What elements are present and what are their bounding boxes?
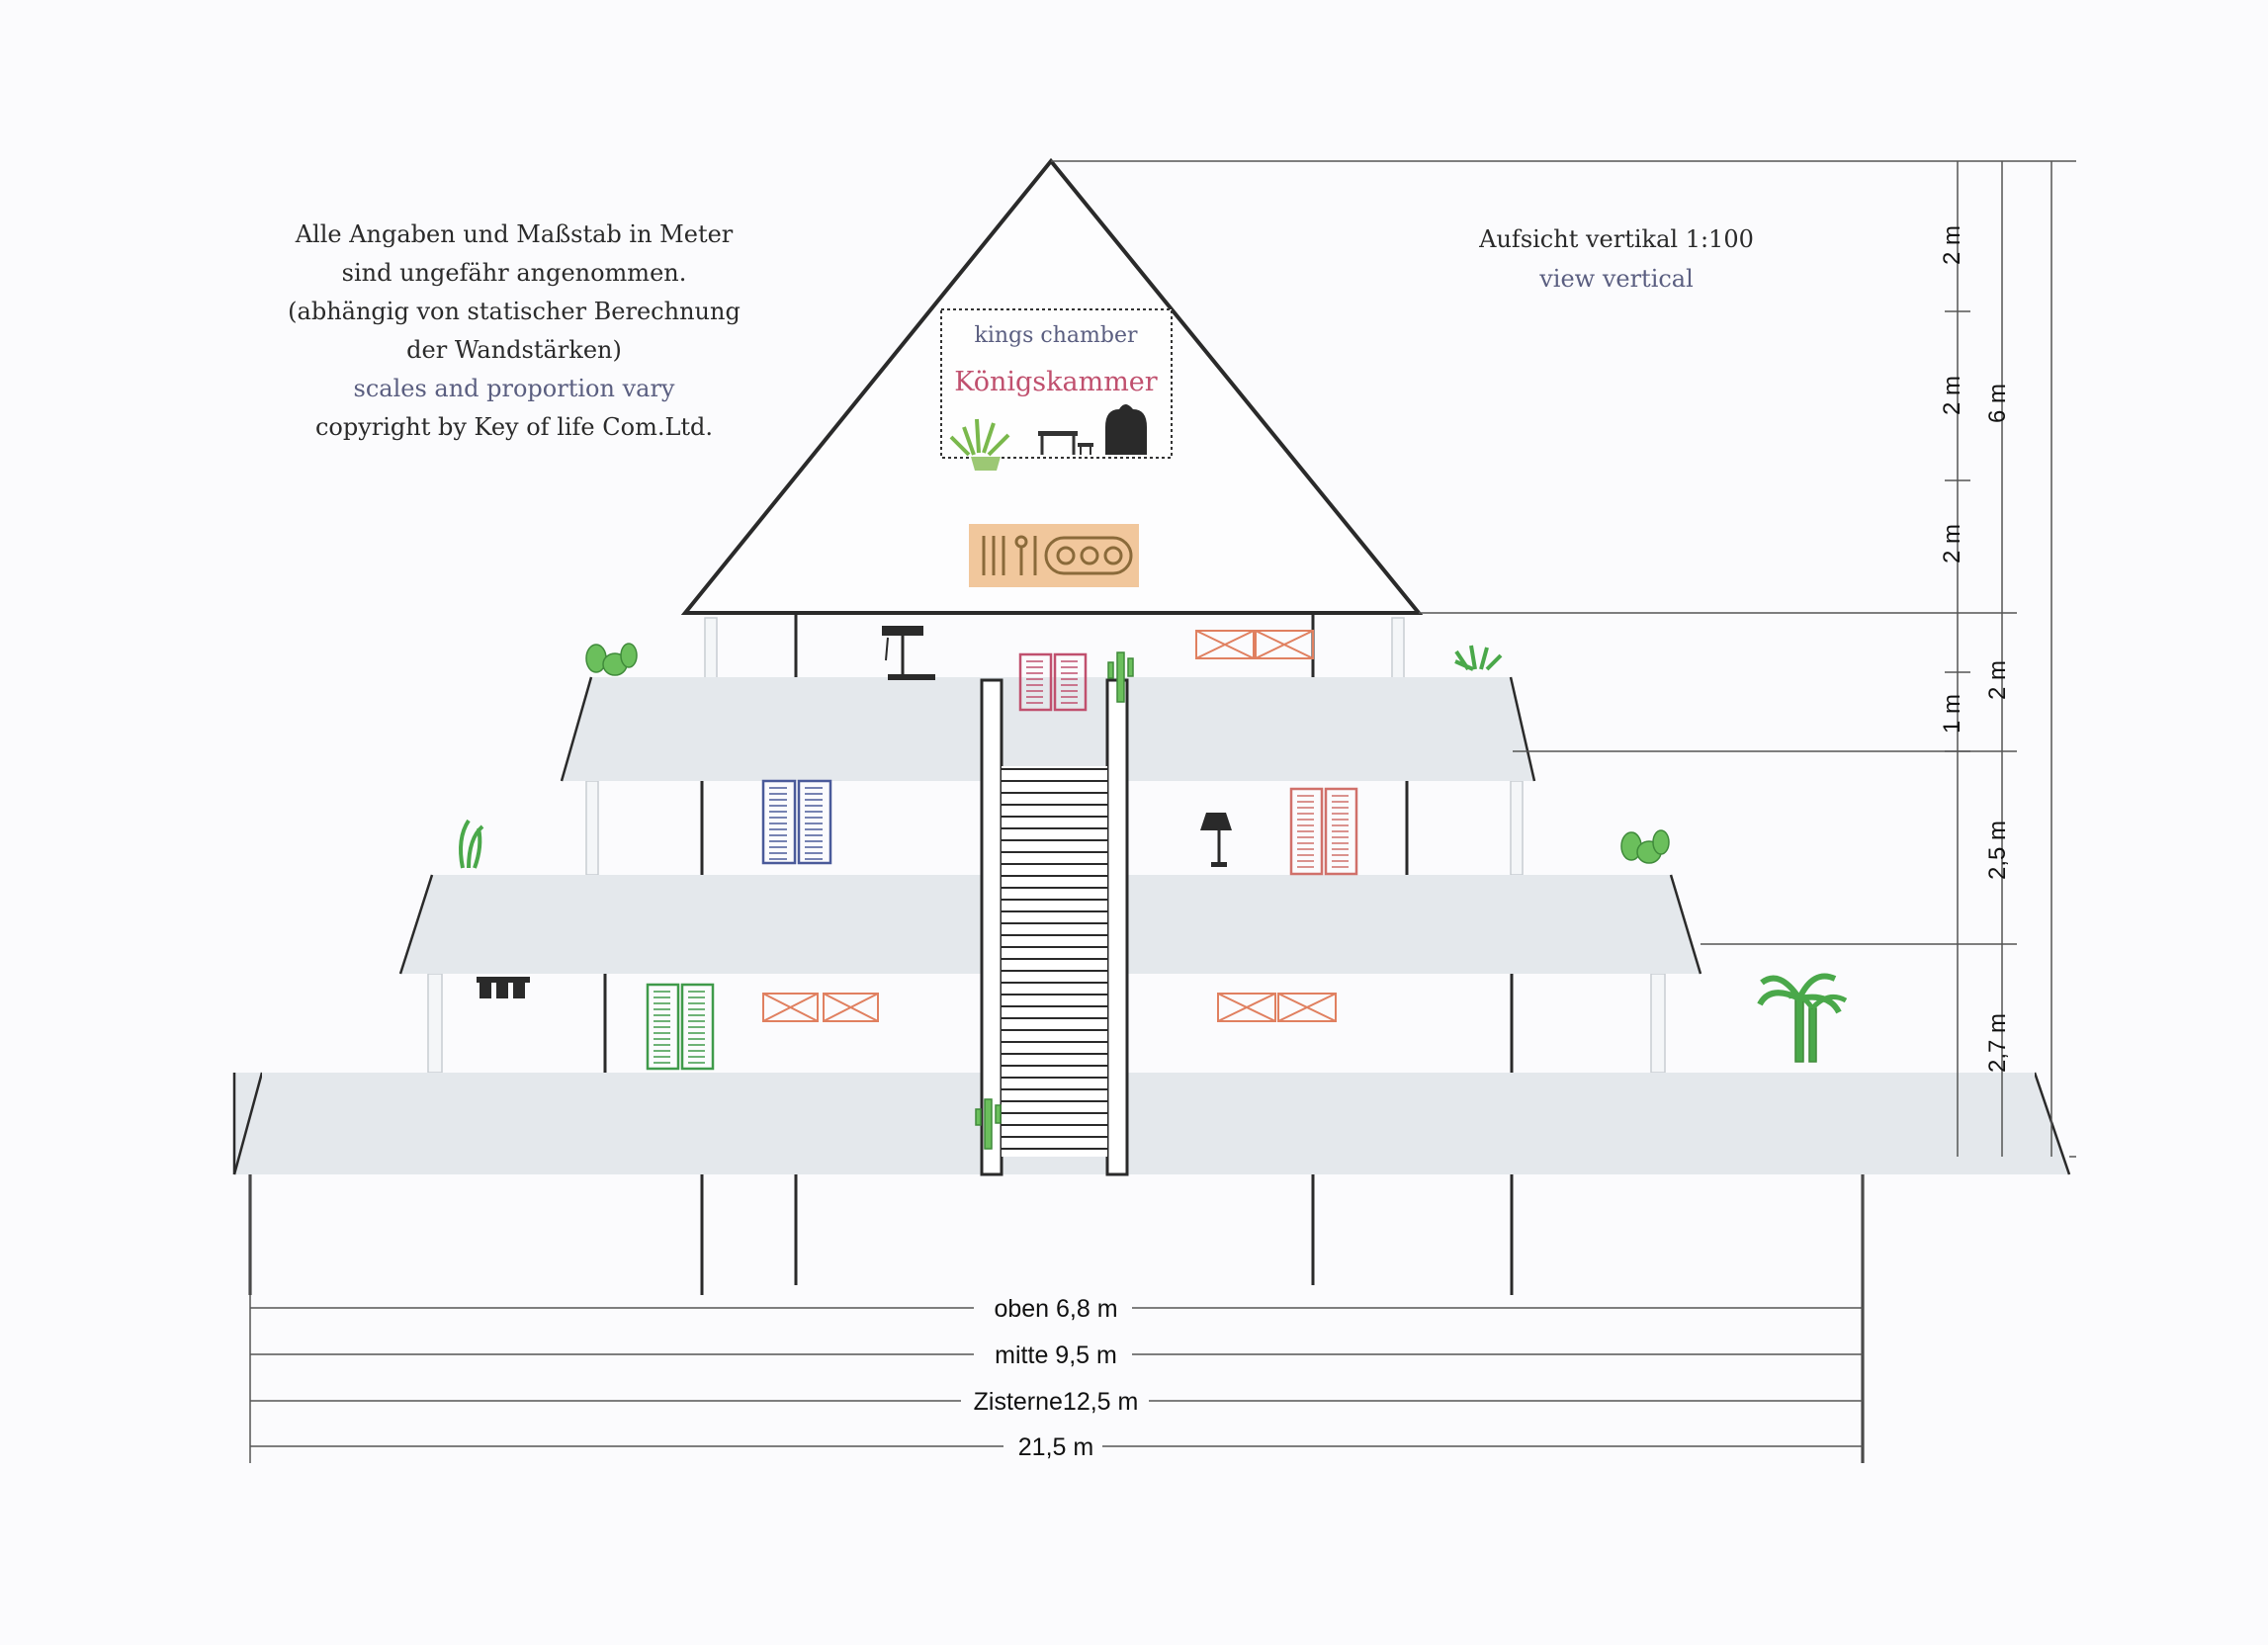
- hieroglyph-background: [969, 524, 1139, 587]
- note-line-3: (abhängig von statischer Berechnung: [288, 298, 741, 325]
- view-title: Aufsicht vertikal 1:100: [1479, 225, 1754, 253]
- stair-rail-right: [1105, 678, 1129, 1176]
- staircase: [980, 678, 1129, 1176]
- throne-icon: [1105, 404, 1147, 455]
- slab-edge: [1509, 676, 1536, 782]
- shutters: [646, 652, 1358, 1071]
- hieroglyph-panel: [969, 524, 1139, 587]
- vertical-dimensions: [1051, 160, 2076, 1158]
- dim-roof-3: 2 m: [1939, 524, 1965, 563]
- plant-icon: [949, 418, 1010, 471]
- cactus-icon: [585, 643, 638, 676]
- slab-edge: [232, 1072, 264, 1175]
- notes-block: Alle Angaben und Maßstab in Meter sind u…: [267, 216, 761, 447]
- note-line-2: sind ungefähr angenommen.: [341, 259, 687, 287]
- dim-top: oben 6,8 m: [994, 1295, 1117, 1323]
- table-icon: [1038, 431, 1093, 455]
- shutter-window: [1289, 787, 1358, 876]
- slab-edge: [398, 874, 434, 975]
- note-line-6: copyright by Key of life Com.Ltd.: [314, 413, 714, 441]
- dim-roof-2: 2 m: [1939, 376, 1965, 415]
- window: [762, 993, 819, 1022]
- dim-floor-low: 2,7 m: [1984, 1013, 2011, 1073]
- plants: [459, 643, 1848, 1150]
- slab-top: [562, 677, 1534, 781]
- plaque-english: kings chamber: [975, 323, 1138, 348]
- view-block: Aufsicht vertikal 1:100 view vertical: [1424, 219, 1809, 299]
- view-subtitle: view vertical: [1539, 265, 1694, 293]
- pillar: [585, 780, 599, 876]
- hieroglyph-icon: [982, 535, 1133, 575]
- kings-chamber-plaque: kings chamber Königskammer: [940, 308, 1173, 471]
- slab-edge: [1669, 874, 1702, 975]
- cactus-icon: [975, 1098, 1002, 1150]
- dim-floor-top: 2 m: [1984, 660, 2011, 700]
- note-line-1: Alle Angaben und Maßstab in Meter: [295, 220, 734, 248]
- slab-edge: [560, 676, 593, 782]
- spotlight-icon: [477, 977, 530, 998]
- palm-icon: [1757, 973, 1848, 1063]
- horizontal-dimension-labels: oben 6,8 m mitte 9,5 m Zisterne12,5 m 21…: [961, 1293, 1149, 1461]
- stair-body: [1002, 766, 1107, 1157]
- slab-ground-body: [262, 1073, 2035, 1174]
- dim-middle: mitte 9,5 m: [995, 1342, 1117, 1369]
- pillar: [1510, 780, 1524, 876]
- window: [1255, 630, 1314, 659]
- note-line-5: scales and proportion vary: [353, 375, 675, 402]
- dim-total: 21,5 m: [1018, 1433, 1093, 1461]
- grass-icon: [1454, 645, 1503, 671]
- dim-cistern: Zisterne12,5 m: [974, 1388, 1139, 1416]
- stair-steps: [1002, 768, 1107, 1150]
- dim-roof-1: 2 m: [1939, 225, 1965, 265]
- pillar: [1391, 617, 1405, 683]
- window: [1195, 630, 1255, 659]
- pillar: [427, 973, 443, 1074]
- window: [823, 993, 879, 1022]
- windows: [762, 630, 1337, 1022]
- shutter-window: [646, 983, 715, 1071]
- dim-roof-total: 6 m: [1984, 384, 2011, 423]
- window: [1217, 993, 1276, 1022]
- shutter-window: [1018, 652, 1088, 712]
- dim-gap: 1 m: [1939, 694, 1965, 734]
- floor-lamp-icon: [1200, 813, 1232, 867]
- cactus-icon: [1620, 829, 1670, 864]
- window: [1277, 993, 1337, 1022]
- shutter-window: [761, 779, 832, 865]
- vertical-dimension-labels: 2 m 2 m 2 m 6 m 1 m 2 m 2,5 m 2,7 m: [1939, 225, 2011, 1073]
- dim-floor-mid: 2,5 m: [1984, 821, 2011, 880]
- plaque-german: Königskammer: [954, 367, 1158, 397]
- pillar: [704, 617, 718, 683]
- desk-lamp-icon: [882, 626, 935, 680]
- note-line-4: der Wandstärken): [406, 336, 622, 364]
- pillar: [1650, 973, 1666, 1074]
- cactus-icon: [1107, 651, 1134, 703]
- aloe-icon: [459, 819, 484, 869]
